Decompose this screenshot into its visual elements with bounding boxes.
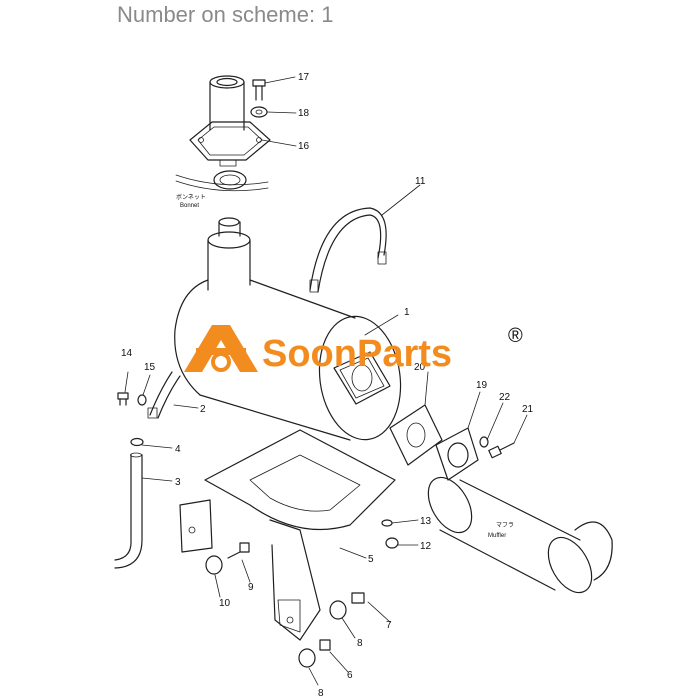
callout-6: 6 (347, 670, 353, 681)
bolt-17-part (252, 79, 266, 101)
bonnet-label: Bonnet (180, 203, 199, 209)
leader-lines (124, 76, 528, 686)
washer-22-part (479, 436, 489, 448)
callout-15: 15 (144, 362, 156, 373)
bracket-part (179, 429, 396, 641)
callout-labels: 1 2 3 4 5 6 7 8 8 9 10 11 12 13 14 15 16… (121, 72, 534, 699)
callout-8-upper: 8 (357, 638, 363, 649)
spacer-8-lower-part (298, 648, 316, 668)
bolt-7-part (351, 592, 365, 604)
bolt-6-part (319, 639, 331, 651)
callout-7: 7 (386, 620, 392, 631)
strap-part (309, 207, 387, 293)
callout-20: 20 (414, 362, 426, 373)
pipe-3-part (114, 452, 143, 569)
callout-11: 11 (415, 176, 426, 187)
registered-mark: ® (508, 325, 523, 347)
callout-22: 22 (499, 392, 511, 403)
brand-text: SoonParts (262, 333, 452, 375)
callout-10: 10 (219, 598, 231, 609)
muffler-label: Muffler (488, 533, 506, 539)
gasket-20-part (389, 404, 443, 466)
callout-13: 13 (420, 516, 432, 527)
nut-12-part (385, 537, 399, 549)
callout-8-lower: 8 (318, 688, 324, 699)
bolt-14-part (117, 392, 129, 406)
washer-18-part (250, 106, 268, 118)
callout-9: 9 (248, 582, 254, 593)
callout-16: 16 (298, 141, 310, 152)
muffler-part (427, 476, 613, 594)
callout-19: 19 (476, 380, 488, 391)
gasket-part (175, 170, 269, 192)
bolt-21-part (488, 442, 515, 459)
callout-12: 12 (420, 541, 432, 552)
washer-15-part (137, 394, 147, 406)
flange-19-part (435, 427, 479, 481)
callout-2: 2 (200, 404, 206, 415)
spacer-10-part (205, 555, 223, 575)
hose-part (147, 371, 181, 419)
callout-3: 3 (175, 477, 181, 488)
callout-1: 1 (404, 307, 410, 318)
muffler-jp-label: マフラ (496, 522, 514, 529)
scheme-number-heading: Number on scheme: 1 (117, 2, 334, 27)
callout-14: 14 (121, 348, 133, 359)
spacer-8-upper-part (329, 600, 347, 620)
washer-13-part (381, 519, 393, 527)
bolt-9-part (227, 542, 250, 559)
bonnet-jp-label: ボンネット (176, 193, 206, 201)
callout-18: 18 (298, 108, 310, 119)
callout-21: 21 (522, 404, 534, 415)
soonparts-logo-icon (184, 325, 258, 372)
callout-4: 4 (175, 444, 181, 455)
pipe-flange-part (189, 75, 271, 167)
clamp-4-part (130, 437, 144, 447)
callout-17: 17 (298, 72, 310, 83)
tank-part (174, 217, 402, 441)
soonparts-watermark: SoonParts ® (184, 325, 523, 375)
callout-5: 5 (368, 554, 374, 565)
